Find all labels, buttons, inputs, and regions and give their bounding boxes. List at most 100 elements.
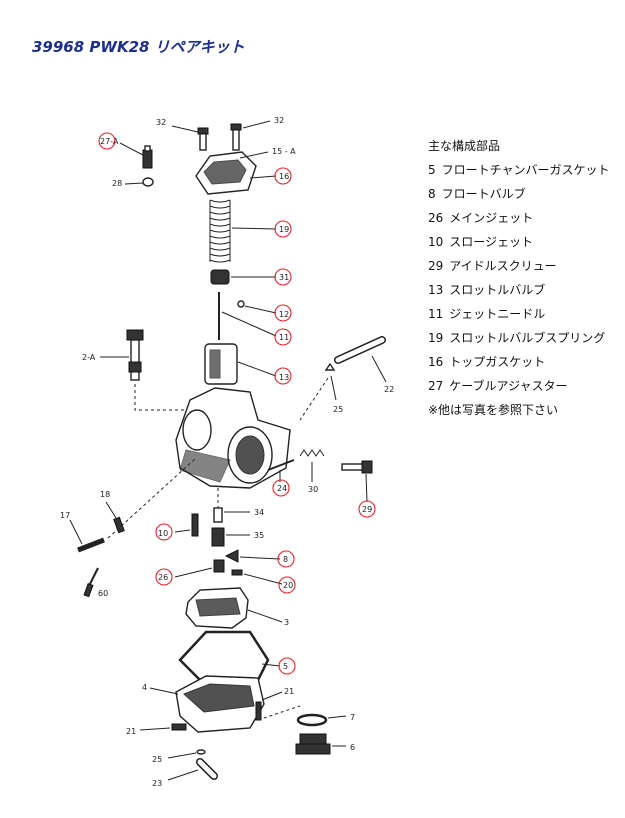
parts-list-item: 29 アイドルスクリュー [428,256,610,280]
highlight-11 [274,328,292,346]
float-chamber-4 [175,675,265,733]
part-number: 10 [428,235,444,249]
label-29: 29 [362,505,372,514]
highlight-20 [278,576,296,594]
fitting-25-top [324,362,336,371]
label-21-right: 21 [284,687,294,696]
part-name: スロットルバルブスプリング [449,331,606,345]
parts-list-item: 10 スロージェット [428,232,610,256]
label-15a: 15 - A [272,147,296,156]
jet-35 [211,527,225,547]
highlight-8 [277,550,295,568]
part-name: トップガスケット [449,355,546,369]
rod-24 [267,459,295,471]
o-ring-7 [296,713,328,727]
screw-21-left [171,723,187,731]
washer-28 [142,177,154,187]
screw-21-right [255,701,262,721]
parts-list-note: ※他は写真を参照下さい [428,403,559,417]
drain-plug-6 [295,733,331,755]
label-19: 19 [279,225,289,234]
screw-18 [113,516,125,534]
label-23: 23 [152,779,162,788]
part-number: 11 [428,307,444,321]
part-name: ケーブルアジャスター [449,379,568,393]
label-35: 35 [254,531,264,540]
highlight-26 [155,568,173,586]
highlight-5 [278,657,296,675]
parts-list-item: 16 トップガスケット [428,352,610,376]
part-number: 27 [428,379,444,393]
highlight-12 [274,304,292,322]
label-24: 24 [277,484,287,493]
highlight-27a [98,132,116,150]
cable-adjuster-27a [142,145,153,169]
fitting-25-bottom [196,749,206,755]
spring-19 [209,199,231,263]
label-7: 7 [350,713,355,722]
highlight-24 [272,479,290,497]
parts-list-heading: 主な構成部品 [428,139,501,153]
part-number: 26 [428,211,444,225]
label-28: 28 [112,179,122,188]
slow-jet-10 [191,513,199,537]
label-30: 30 [308,485,318,494]
spring-30 [299,449,325,457]
part-number: 16 [428,355,444,369]
clip-12 [237,300,245,308]
part-name: スロットルバルブ [449,283,546,297]
label-32-right: 32 [274,116,284,125]
label-12: 12 [279,310,289,319]
pilot-screw-17 [77,537,105,553]
part-number: 19 [428,331,444,345]
part-number: 8 [428,187,436,201]
highlight-31 [274,268,292,286]
float-valve-8 [224,549,239,563]
label-3: 3 [284,618,289,627]
parts-list-item: 11 ジェットニードル [428,304,610,328]
label-6: 6 [350,743,355,752]
label-34: 34 [254,508,264,517]
label-22: 22 [384,385,394,394]
part-name: スロージェット [449,235,534,249]
page-title: 39968 PWK28 リペアキット [32,38,245,56]
starter-plunger-2a [126,329,144,381]
idle-screw-29 [341,460,373,474]
label-11: 11 [279,333,289,342]
label-4: 4 [142,683,147,692]
needle-holder-31 [210,269,230,285]
part-number: 5 [428,163,436,177]
label-21-left: 21 [126,727,136,736]
label-31: 31 [279,273,289,282]
label-26: 26 [158,573,168,582]
screw-32-left [197,127,209,151]
part-name: ジェットニードル [449,307,546,321]
part-name: メインジェット [449,211,534,225]
label-2a: 2-A [82,353,96,362]
label-16: 16 [279,172,289,181]
needle-jet-34 [213,507,223,523]
label-32-left: 32 [156,118,166,127]
highlight-13 [274,367,292,385]
label-25-top: 25 [333,405,343,414]
main-jet-26 [213,559,225,573]
label-20: 20 [283,581,293,590]
drain-tube-23 [196,758,218,780]
part-number: 29 [428,259,444,273]
parts-list-item: 27 ケーブルアジャスター [428,376,610,400]
part-name: アイドルスクリュー [449,259,557,273]
highlight-29 [358,500,376,518]
label-13: 13 [279,373,289,382]
screw-60 [83,567,99,598]
float-3 [185,587,249,629]
top-cap-15a [195,151,257,195]
parts-list-item: 19 スロットルバルブスプリング [428,328,610,352]
label-5: 5 [283,662,288,671]
highlight-10 [155,523,173,541]
screw-32-right [230,123,242,151]
label-17: 17 [60,511,70,520]
